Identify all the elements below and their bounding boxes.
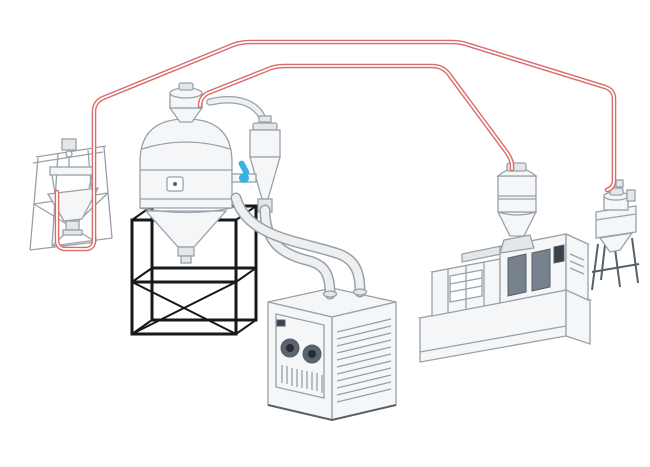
cabinet-door [507, 253, 527, 297]
hopper-outlet-box [180, 255, 192, 264]
cyclone-lid [252, 122, 278, 131]
hopper-band-lines [140, 169, 232, 200]
receiver-rim [497, 211, 537, 216]
hopper-door-knob [173, 182, 177, 186]
cabinet-window [553, 244, 565, 264]
cyclone-body [249, 129, 281, 158]
cabinet-door [531, 248, 551, 292]
hoist-trolley [61, 138, 77, 151]
dryer-display [276, 319, 286, 327]
dryer-right-louvres [336, 318, 392, 403]
dryer-left-louvres [281, 365, 323, 393]
dosing-stand-legs [591, 235, 639, 291]
valve-lever [238, 160, 250, 176]
secondary-line-core [199, 65, 513, 170]
bag-hang-lines [51, 174, 93, 194]
big-bag-station [29, 138, 113, 251]
cyclone-separator [206, 96, 281, 213]
secondary-line-outline [197, 63, 515, 172]
cyclone-cap [258, 115, 272, 123]
secondary-conveying-line [197, 63, 515, 172]
drying-hopper [139, 82, 233, 264]
dryer-gauge-center [308, 350, 316, 358]
cabinet-vents [569, 253, 585, 275]
dosing-cone [598, 232, 634, 253]
station-hopper-outlet [65, 220, 80, 231]
main-conveying-line [54, 39, 617, 252]
shutoff-valve [238, 160, 250, 183]
air-hose [232, 194, 364, 296]
dosing-box-line [595, 213, 637, 221]
dryer-unit [267, 287, 397, 422]
hopper-body [139, 118, 233, 209]
hose-connection-stub [322, 290, 338, 298]
loader-cap [178, 82, 194, 91]
stand-braces [131, 281, 237, 335]
dryer-base-edge [267, 404, 397, 422]
dosing-loader-cap [609, 187, 624, 196]
receiver-band [498, 195, 536, 200]
hopper-dome-ring [141, 141, 231, 150]
hose-connection-stub [352, 288, 368, 296]
station-hopper-flange [62, 229, 83, 236]
air-hoses [230, 192, 368, 300]
dryer-door-seam [275, 313, 325, 399]
main-line-core [56, 41, 615, 250]
machine-bed-skirt-line [419, 325, 567, 353]
valve-body [239, 173, 249, 183]
stand-posts [130, 204, 258, 336]
hopper-bottom-lip [139, 207, 233, 214]
dosing-station [591, 179, 640, 291]
hopper-cone [144, 210, 228, 248]
machine-loader [496, 162, 538, 237]
clamp-frame-lines [447, 262, 485, 313]
hopper-top-loader [168, 82, 204, 123]
loader-support-hopper [499, 234, 535, 254]
receiver-body [497, 175, 537, 213]
cabinet-right [565, 232, 589, 302]
dryer-gauge-center [286, 344, 294, 352]
dosing-motor-top [615, 179, 624, 188]
bag-frame [49, 166, 95, 176]
dosing-motor [626, 189, 636, 202]
injection-molding-machine [417, 232, 593, 363]
hoist-pulley [65, 150, 73, 158]
hopper-outlet [177, 246, 195, 257]
dosing-stand-brace [591, 263, 640, 273]
